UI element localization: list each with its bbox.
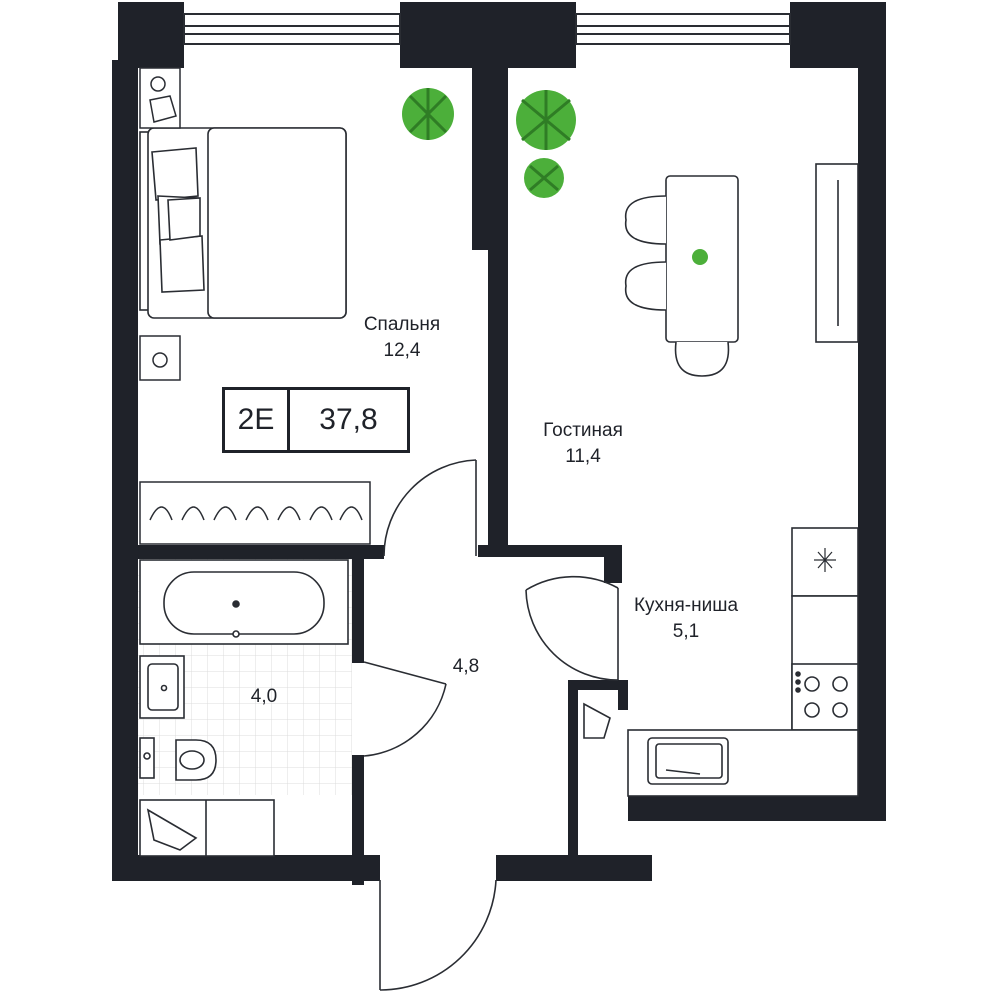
unit-badge: 2E 37,8 <box>222 387 410 453</box>
room-name: Спальня <box>363 314 441 335</box>
room-label-bedroom: Спальня 12,4 <box>364 312 440 364</box>
dining-table-icon <box>624 175 739 377</box>
plant-icon <box>402 88 454 140</box>
doors <box>363 459 619 991</box>
room-area: 4,8 <box>452 656 480 677</box>
tv-unit-icon <box>815 163 859 343</box>
unit-total-area: 37,8 <box>319 403 378 436</box>
room-label-bathroom: 4,0 <box>251 684 277 710</box>
room-name: Кухня-ниша <box>633 595 739 616</box>
room-label-kitchen: Кухня-ниша 5,1 <box>634 593 738 645</box>
room-label-living: Гостиная 11,4 <box>543 418 623 470</box>
sink-icon <box>139 655 185 719</box>
room-area: 11,4 <box>565 446 601 467</box>
bathtub-icon <box>139 559 349 645</box>
storage-icon <box>583 702 611 739</box>
room-name: Гостиная <box>543 420 623 441</box>
windows <box>183 13 791 45</box>
walls <box>112 2 886 885</box>
toilet-icon <box>139 737 217 781</box>
room-area: 5,1 <box>672 621 700 642</box>
kitchen-counter-icon <box>627 527 859 797</box>
room-label-hall: 4,8 <box>453 654 479 680</box>
room-area: 12,4 <box>383 340 421 361</box>
laundry-icon <box>139 799 275 857</box>
bed-icon <box>139 127 347 319</box>
unit-code: 2E <box>225 390 290 450</box>
wardrobe-icon <box>139 481 371 545</box>
plant-icon-2 <box>516 90 576 198</box>
room-area: 4,0 <box>250 686 278 707</box>
nightstand-lamp-icon <box>139 67 181 381</box>
